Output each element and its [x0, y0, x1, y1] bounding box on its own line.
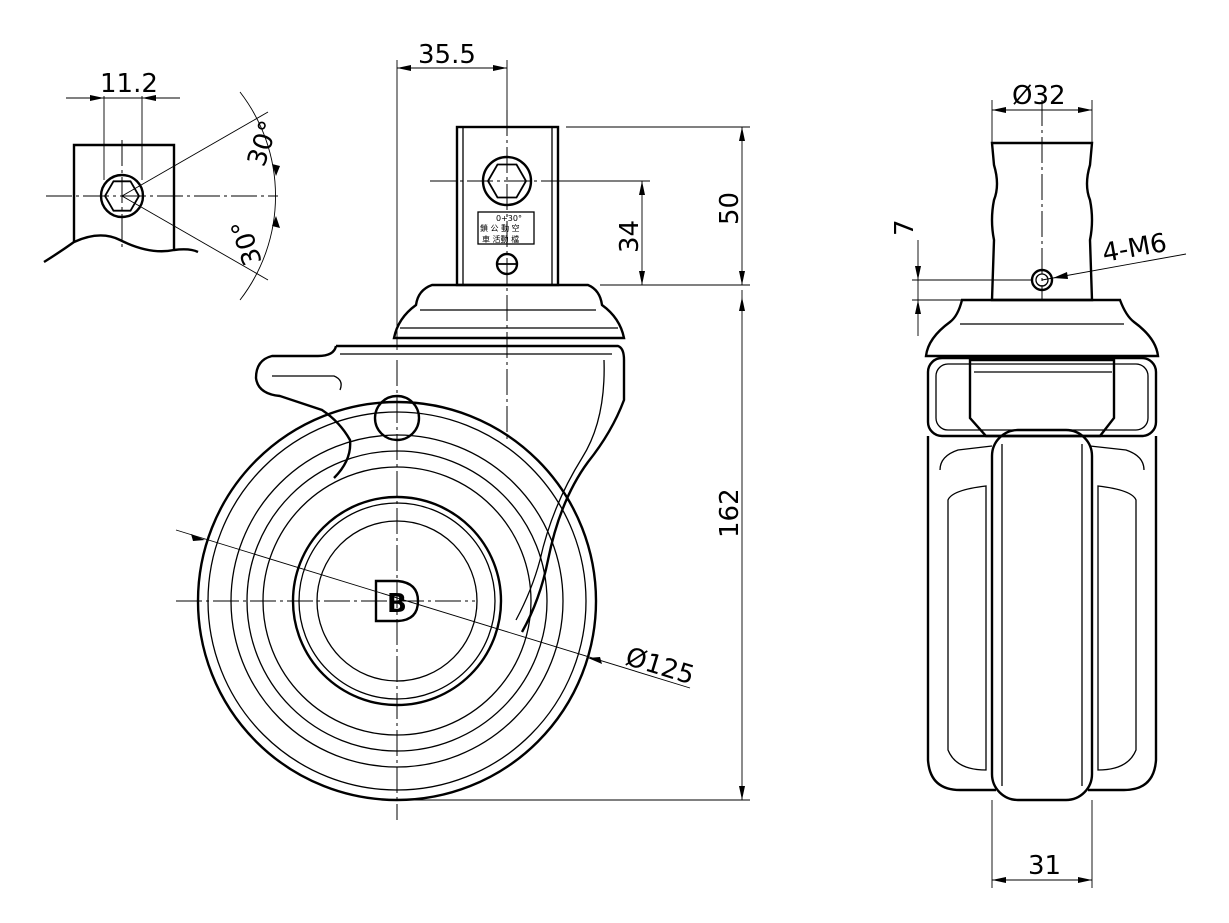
- dim-4-m6: 4-M6: [1100, 228, 1169, 269]
- label-plate-row2: 鎖 公 動 空: [480, 223, 520, 233]
- dim-50: 50: [715, 192, 745, 225]
- label-plate-row3: 車 活動 檔: [482, 234, 519, 244]
- dim-35-5: 35.5: [418, 40, 476, 70]
- dim-phi125: Ø125: [622, 642, 698, 691]
- dim-162: 162: [715, 488, 745, 538]
- dim-phi32: Ø32: [1012, 81, 1066, 111]
- front-view: B: [176, 110, 626, 820]
- dim-31: 31: [1028, 851, 1061, 881]
- dim-34: 34: [615, 220, 645, 253]
- label-plate-angle: 0+30°: [496, 214, 522, 223]
- dim-30-bottom: 30°: [226, 216, 269, 269]
- side-view: [924, 100, 1160, 802]
- side-view-dimensions: [912, 100, 1187, 888]
- dim-11-2: 11.2: [100, 69, 158, 99]
- front-view-dimensions: [175, 60, 750, 801]
- dim-30-top: 30°: [242, 117, 285, 170]
- dim-7: 7: [890, 219, 920, 236]
- detail-view-stem-hole: [43, 91, 280, 301]
